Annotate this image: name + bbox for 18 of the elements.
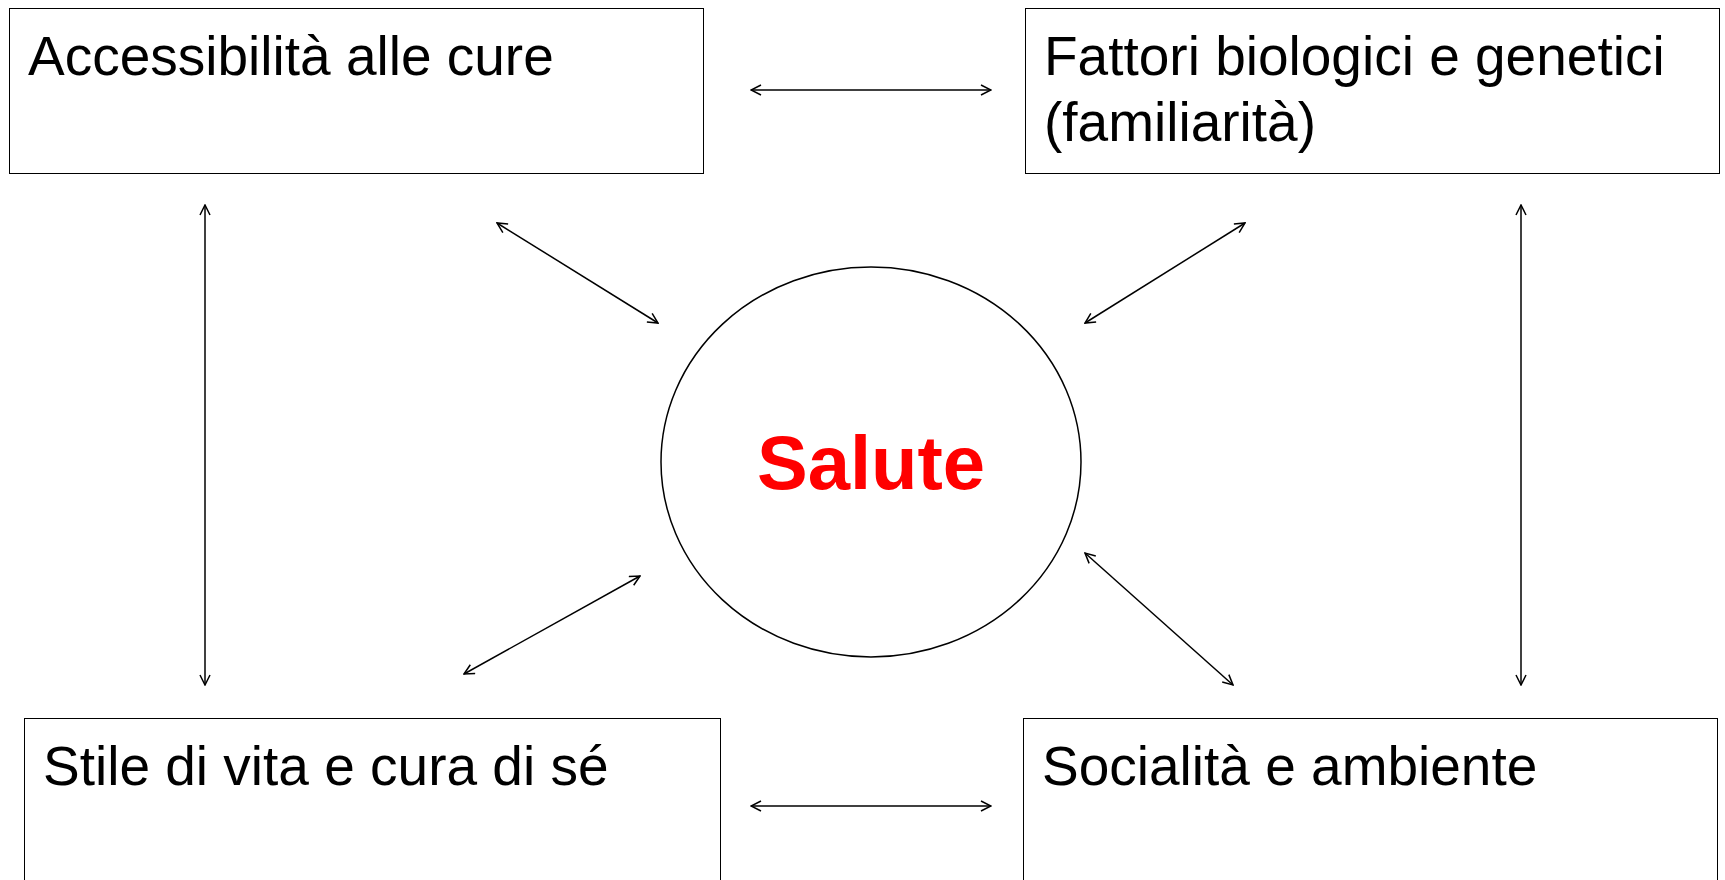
double-arrow	[750, 800, 992, 812]
box-label: Stile di vita e cura di sé	[43, 734, 610, 799]
double-arrow	[463, 575, 641, 675]
center-circle	[660, 266, 1082, 658]
factor-box	[1025, 8, 1720, 174]
double-arrow	[199, 204, 211, 686]
factor-box	[1023, 718, 1718, 880]
center-label: Salute	[756, 418, 986, 506]
box-label: Fattori biologici e genetici (familiarità)	[1044, 24, 1666, 155]
double-arrow	[1515, 204, 1527, 686]
double-arrow	[1084, 552, 1234, 686]
double-arrow	[1084, 222, 1246, 324]
double-arrow	[750, 84, 992, 96]
box-label: Accessibilità alle cure	[28, 24, 555, 89]
factor-box	[24, 718, 721, 880]
factor-box	[9, 8, 704, 174]
box-label: Socialità e ambiente	[1042, 734, 1539, 799]
double-arrow	[496, 222, 659, 324]
